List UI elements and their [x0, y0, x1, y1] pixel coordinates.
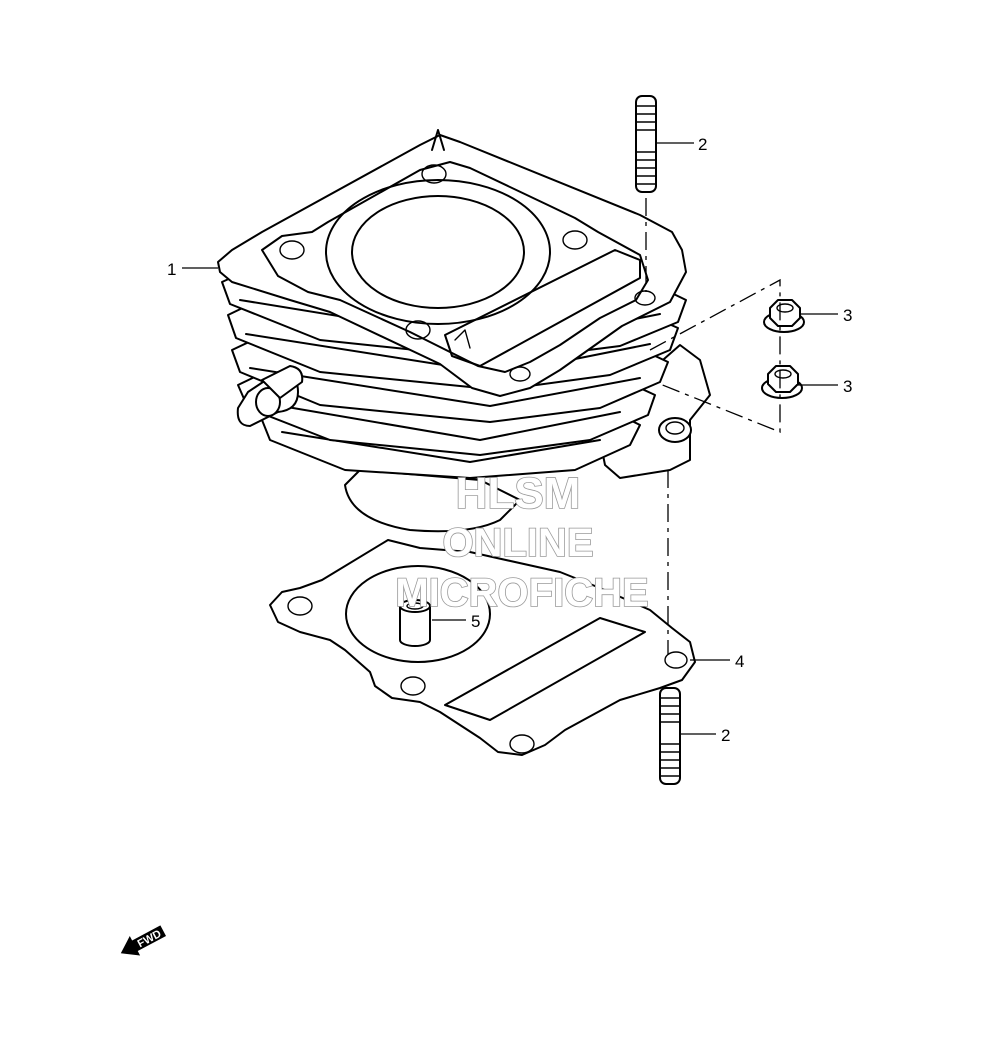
- watermark-line-3: MICROFICHE: [395, 571, 648, 615]
- fwd-arrow-icon: FWD: [120, 925, 167, 956]
- callout-gasket: 4: [735, 652, 744, 671]
- callout-dowel-pin: 5: [471, 612, 480, 631]
- callout-nut-upper: 3: [843, 306, 852, 325]
- dowel-pin[interactable]: [399, 599, 431, 647]
- assembly-lines: [645, 198, 781, 655]
- watermark-line-1: HLSM: [456, 469, 581, 518]
- cylinder-block[interactable]: [217, 129, 711, 533]
- stud-bolt-lower[interactable]: [659, 687, 681, 785]
- callout-nut-lower: 3: [843, 377, 852, 396]
- leader-lines: [182, 142, 838, 735]
- base-gasket[interactable]: [269, 539, 696, 756]
- callout-cylinder: 1: [167, 260, 176, 279]
- stud-bolt-upper[interactable]: [635, 95, 657, 193]
- watermark-line-2: ONLINE: [442, 521, 593, 565]
- fwd-label: FWD: [136, 928, 164, 950]
- callout-stud-upper: 2: [698, 135, 707, 154]
- watermark: HLSM ONLINE MICROFICHE: [395, 468, 650, 616]
- flange-nut-upper[interactable]: [763, 299, 805, 333]
- flange-nut-lower[interactable]: [761, 365, 803, 399]
- callout-stud-lower: 2: [721, 726, 730, 745]
